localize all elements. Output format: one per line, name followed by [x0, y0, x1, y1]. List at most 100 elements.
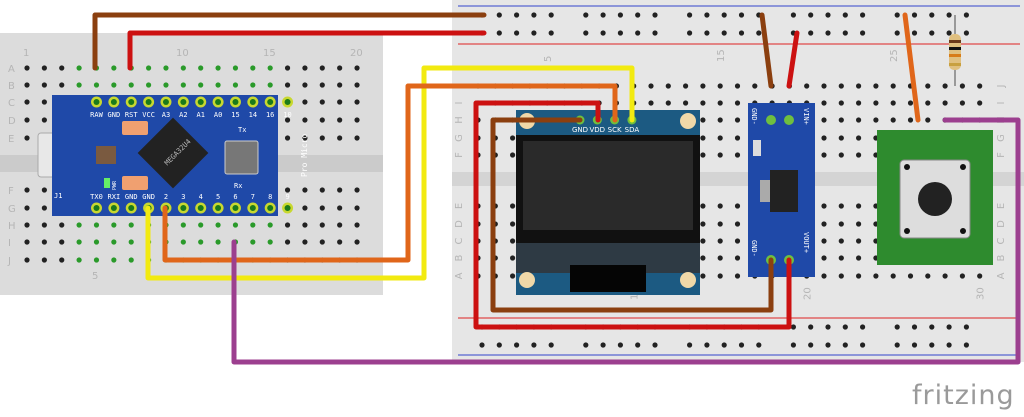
breadboard-hole[interactable]: [925, 100, 931, 106]
power-rail-hole[interactable]: [600, 342, 606, 348]
power-rail-hole[interactable]: [808, 30, 814, 36]
breadboard-hole[interactable]: [907, 100, 914, 106]
breadboard-hole[interactable]: [734, 152, 741, 158]
power-rail-hole[interactable]: [911, 342, 918, 348]
breadboard-hole[interactable]: [734, 117, 741, 123]
breadboard-hole[interactable]: [717, 203, 723, 209]
breadboard-hole[interactable]: [41, 82, 47, 88]
breadboard-hole[interactable]: [838, 135, 844, 141]
power-rail-hole[interactable]: [687, 30, 693, 36]
breadboard-hole[interactable]: [76, 239, 82, 245]
button-signal-wire[interactable]: [231, 117, 1021, 365]
breadboard-hole[interactable]: [717, 83, 723, 89]
breadboard-hole[interactable]: [700, 203, 706, 209]
breadboard-hole[interactable]: [284, 117, 291, 123]
breadboard-hole[interactable]: [354, 205, 360, 211]
breadboard-hole[interactable]: [302, 187, 308, 193]
breadboard-hole[interactable]: [734, 221, 741, 227]
breadboard-hole[interactable]: [111, 222, 117, 228]
breadboard-hole[interactable]: [41, 99, 47, 105]
breadboard-hole[interactable]: [232, 222, 239, 228]
reg-gnd-in-wire[interactable]: [759, 12, 774, 89]
breadboard-hole[interactable]: [232, 65, 239, 71]
breadboard-hole[interactable]: [128, 222, 134, 228]
breadboard-hole[interactable]: [302, 222, 308, 228]
breadboard-hole[interactable]: [111, 239, 117, 245]
power-rail-hole[interactable]: [531, 342, 537, 348]
breadboard-hole[interactable]: [665, 100, 671, 106]
power-rail-hole[interactable]: [963, 342, 970, 348]
power-rail-hole[interactable]: [738, 30, 745, 36]
breadboard-hole[interactable]: [700, 238, 706, 244]
power-rail-hole[interactable]: [860, 342, 866, 348]
power-rail-hole[interactable]: [929, 12, 935, 18]
breadboard-hole[interactable]: [302, 117, 308, 123]
breadboard-hole[interactable]: [907, 273, 914, 279]
power-rail-hole[interactable]: [531, 12, 537, 18]
breadboard-hole[interactable]: [337, 239, 343, 245]
breadboard-hole[interactable]: [354, 65, 360, 71]
breadboard-hole[interactable]: [337, 65, 343, 71]
reg-vin-wire[interactable]: [786, 30, 800, 89]
breadboard-hole[interactable]: [856, 273, 862, 279]
breadboard-hole[interactable]: [717, 255, 723, 261]
breadboard-hole[interactable]: [302, 99, 308, 105]
breadboard-hole[interactable]: [509, 203, 516, 209]
breadboard-hole[interactable]: [302, 135, 308, 141]
breadboard-hole[interactable]: [509, 135, 516, 141]
breadboard-hole[interactable]: [700, 100, 706, 106]
breadboard-hole[interactable]: [215, 222, 221, 228]
breadboard-hole[interactable]: [890, 100, 896, 106]
breadboard-hole[interactable]: [128, 82, 134, 88]
breadboard-hole[interactable]: [337, 222, 343, 228]
power-rail-hole[interactable]: [756, 342, 762, 348]
power-rail-hole[interactable]: [514, 12, 520, 18]
power-rail-hole[interactable]: [738, 342, 745, 348]
breadboard-hole[interactable]: [873, 117, 879, 123]
breadboard-hole[interactable]: [93, 222, 100, 228]
breadboard-hole[interactable]: [319, 239, 325, 245]
breadboard-hole[interactable]: [838, 238, 844, 244]
breadboard-hole[interactable]: [838, 221, 844, 227]
breadboard-hole[interactable]: [198, 239, 204, 245]
breadboard-hole[interactable]: [509, 152, 516, 158]
power-rail-hole[interactable]: [635, 342, 641, 348]
button-wire[interactable]: [902, 12, 921, 123]
power-rail-hole[interactable]: [721, 30, 727, 36]
breadboard-hole[interactable]: [284, 82, 291, 88]
breadboard-hole[interactable]: [354, 117, 360, 123]
breadboard-hole[interactable]: [821, 152, 827, 158]
breadboard-hole[interactable]: [959, 273, 966, 279]
power-rail-hole[interactable]: [600, 12, 606, 18]
breadboard-hole[interactable]: [302, 205, 308, 211]
breadboard-hole[interactable]: [319, 65, 325, 71]
breadboard-hole[interactable]: [180, 82, 186, 88]
sda-wire[interactable]: [145, 65, 635, 281]
breadboard-hole[interactable]: [267, 65, 273, 71]
breadboard-hole[interactable]: [319, 117, 325, 123]
breadboard-hole[interactable]: [700, 221, 706, 227]
power-rail-hole[interactable]: [963, 12, 970, 18]
breadboard-hole[interactable]: [337, 82, 343, 88]
power-rail-hole[interactable]: [583, 12, 589, 18]
power-rail-hole[interactable]: [963, 30, 970, 36]
breadboard-hole[interactable]: [942, 273, 948, 279]
power-rail-hole[interactable]: [617, 12, 624, 18]
breadboard-hole[interactable]: [856, 100, 862, 106]
breadboard-hole[interactable]: [717, 117, 723, 123]
breadboard-hole[interactable]: [41, 257, 47, 263]
breadboard-hole[interactable]: [24, 65, 30, 71]
breadboard-hole[interactable]: [250, 222, 256, 228]
breadboard-hole[interactable]: [977, 100, 983, 106]
breadboard-hole[interactable]: [734, 135, 741, 141]
breadboard-hole[interactable]: [838, 83, 844, 89]
power-rail-hole[interactable]: [635, 12, 641, 18]
breadboard-hole[interactable]: [890, 117, 896, 123]
breadboard-hole[interactable]: [977, 83, 983, 89]
breadboard-hole[interactable]: [354, 222, 360, 228]
power-rail-hole[interactable]: [479, 342, 485, 348]
breadboard-hole[interactable]: [250, 65, 256, 71]
breadboard-hole[interactable]: [354, 239, 360, 245]
breadboard-hole[interactable]: [59, 239, 65, 245]
power-rail-hole[interactable]: [704, 342, 710, 348]
